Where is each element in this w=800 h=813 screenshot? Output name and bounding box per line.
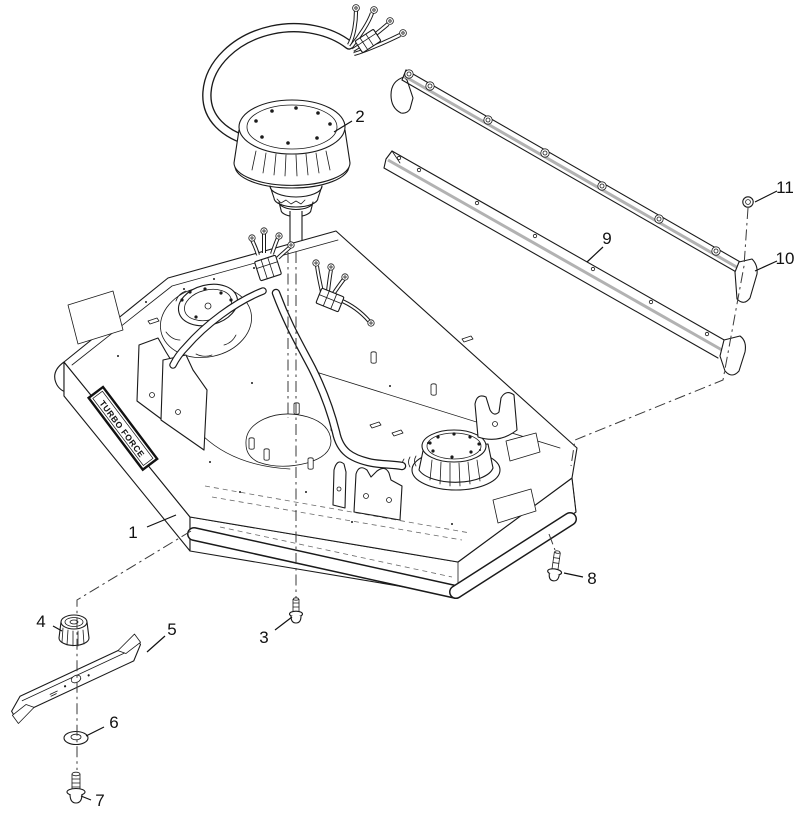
callout-9-leader	[586, 246, 604, 263]
blade-bushing	[58, 614, 90, 647]
callout-2-leader	[333, 120, 353, 133]
callout-3-label: 3	[259, 628, 268, 647]
wire-connector	[354, 29, 382, 53]
deck-slots	[147, 317, 474, 437]
callout-1-label: 1	[128, 523, 137, 542]
harness-connector-2	[312, 259, 375, 327]
callout-8-leader	[563, 572, 584, 578]
callout-7-label: 7	[95, 791, 104, 810]
callout-7-leader	[80, 795, 92, 801]
callout-5-leader	[146, 635, 166, 653]
wire-harness	[169, 227, 407, 471]
callout-9-label: 9	[602, 229, 611, 248]
deck-rivets	[117, 267, 481, 525]
callout-11-leader	[754, 190, 778, 203]
callout-4-leader	[52, 625, 63, 632]
callout-6-leader	[85, 726, 105, 737]
callout-5-label: 5	[167, 620, 176, 639]
deck-bolt-center	[288, 597, 304, 624]
deck-decal-blank	[492, 488, 537, 524]
callout-2-label: 2	[355, 107, 364, 126]
baffle-rail-upper	[390, 69, 758, 303]
callout-labels: 1 2 3 4 5 6 7 8 9 10 11	[36, 107, 794, 810]
motor-lead-wires	[347, 4, 407, 57]
hanger-brackets-center	[332, 461, 403, 521]
callout-3-leader	[274, 616, 293, 631]
callout-11-label: 11	[776, 178, 794, 197]
callout-8-label: 8	[587, 569, 596, 588]
blade-bolt	[66, 771, 86, 804]
motor-cover-bolts	[254, 106, 332, 145]
callout-1-leader	[146, 514, 177, 528]
callout-10-label: 10	[776, 249, 795, 268]
deck-decal-blank	[505, 432, 541, 462]
electric-deck-motor	[202, 4, 407, 254]
mower-blade	[11, 633, 142, 724]
blade-stamp	[49, 690, 58, 697]
assembly-centerlines	[76, 207, 749, 770]
hanger-brackets-left	[136, 337, 208, 451]
blade-washer	[63, 730, 89, 746]
callout-6-label: 6	[109, 713, 118, 732]
hanger-bracket-right	[474, 392, 518, 440]
flange-nut	[742, 196, 754, 208]
deck-decal-blank	[67, 290, 124, 345]
callout-10-leader	[754, 260, 778, 272]
deck-bolt-right	[547, 550, 563, 582]
right-motor-installed	[402, 429, 501, 491]
deck-bumper	[187, 512, 577, 599]
baffle-rail-lower	[383, 150, 746, 376]
callout-4-label: 4	[36, 612, 45, 631]
motor-ribs	[251, 150, 331, 177]
rail-nuts	[404, 69, 721, 256]
harness-connector-1	[248, 227, 295, 282]
rail-rivets	[396, 155, 710, 337]
